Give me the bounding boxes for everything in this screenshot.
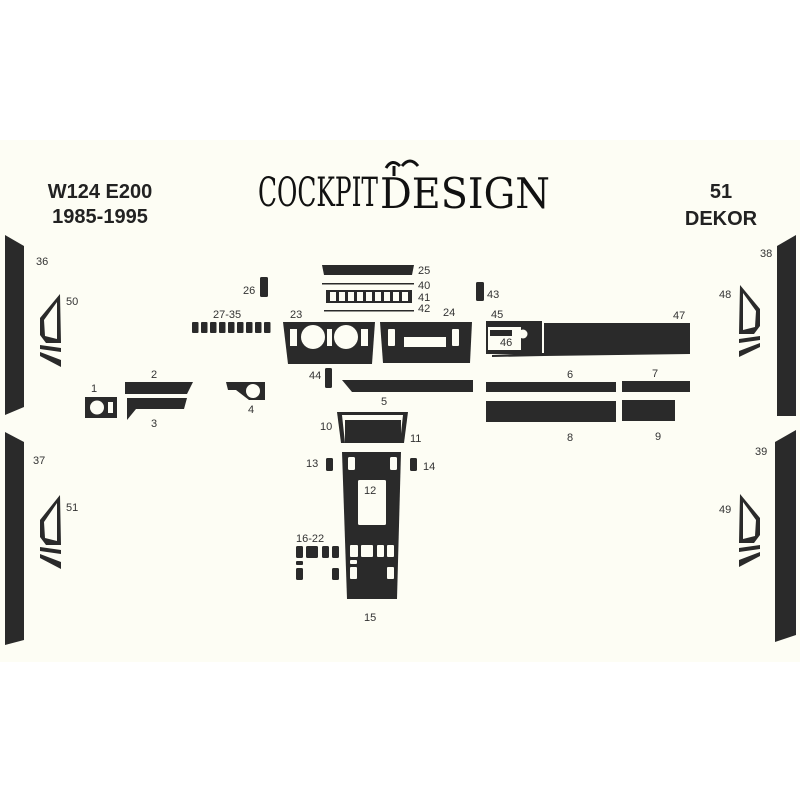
label-10: 10 bbox=[320, 421, 332, 433]
label-11: 11 bbox=[410, 433, 421, 445]
label-45: 45 bbox=[491, 309, 503, 321]
part-45 bbox=[486, 321, 542, 354]
logo-text-right: DESIGN bbox=[380, 169, 550, 218]
label-51: 51 bbox=[66, 502, 78, 514]
part-24 bbox=[380, 322, 472, 363]
label-27-35: 27-35 bbox=[213, 309, 241, 321]
part-41 bbox=[326, 290, 412, 303]
part-26 bbox=[260, 277, 268, 297]
label-14: 14 bbox=[423, 461, 435, 473]
part-39 bbox=[775, 430, 796, 642]
label-37: 37 bbox=[33, 455, 45, 467]
label-7: 7 bbox=[652, 368, 658, 380]
label-25: 25 bbox=[418, 265, 430, 277]
cockpitdesign-logo: COCKPIT DESIGN bbox=[258, 159, 550, 218]
label-3: 3 bbox=[151, 418, 157, 430]
label-38: 38 bbox=[760, 248, 772, 260]
label-4: 4 bbox=[248, 404, 254, 416]
decor-label: DEKOR bbox=[685, 208, 758, 230]
label-12: 12 bbox=[364, 485, 376, 497]
part-42 bbox=[324, 310, 414, 312]
part-27-35 bbox=[192, 322, 271, 333]
model-title: W124 E200 bbox=[48, 181, 153, 203]
part-48 bbox=[739, 285, 760, 357]
part-25 bbox=[322, 265, 414, 275]
part-9 bbox=[622, 400, 675, 421]
label-40: 40 bbox=[418, 280, 430, 292]
label-43: 43 bbox=[487, 289, 499, 301]
part-44 bbox=[325, 368, 332, 388]
part-16-22 bbox=[296, 546, 339, 580]
label-47: 47 bbox=[673, 310, 685, 322]
label-50: 50 bbox=[66, 296, 78, 308]
part-40 bbox=[322, 283, 414, 285]
part-1 bbox=[85, 397, 117, 418]
label-46: 46 bbox=[500, 337, 512, 349]
label-48: 48 bbox=[719, 289, 731, 301]
part-2 bbox=[125, 382, 193, 394]
label-39: 39 bbox=[755, 446, 767, 458]
label-5: 5 bbox=[381, 396, 387, 408]
part-43 bbox=[476, 282, 484, 301]
label-36: 36 bbox=[36, 256, 48, 268]
logo-text-left: COCKPIT bbox=[258, 170, 378, 216]
label-16-22: 16-22 bbox=[296, 533, 324, 545]
part-47 bbox=[492, 323, 690, 357]
label-49: 49 bbox=[719, 504, 731, 516]
part-46 bbox=[490, 330, 512, 336]
part-49 bbox=[739, 494, 760, 567]
part-8 bbox=[486, 401, 616, 422]
part-6 bbox=[486, 382, 616, 392]
part-50 bbox=[40, 294, 61, 367]
part-5 bbox=[342, 380, 473, 392]
part-36 bbox=[5, 235, 24, 415]
part-12-15 bbox=[342, 452, 401, 599]
part-4 bbox=[226, 382, 265, 400]
label-2: 2 bbox=[151, 369, 157, 381]
label-41: 41 bbox=[418, 292, 430, 304]
part-13 bbox=[326, 458, 333, 471]
part-labels: 36 50 37 51 38 48 39 49 1 2 3 4 26 27-35… bbox=[33, 248, 772, 624]
label-44: 44 bbox=[309, 370, 321, 382]
label-9: 9 bbox=[655, 431, 661, 443]
label-13: 13 bbox=[306, 458, 318, 470]
decor-count: 51 bbox=[710, 181, 732, 203]
part-37 bbox=[5, 432, 24, 645]
label-1: 1 bbox=[91, 383, 97, 395]
model-years: 1985-1995 bbox=[52, 206, 148, 228]
part-3 bbox=[127, 398, 187, 420]
label-8: 8 bbox=[567, 432, 573, 444]
label-24: 24 bbox=[443, 307, 455, 319]
part-38 bbox=[777, 235, 796, 416]
part-10-11 bbox=[337, 412, 408, 443]
label-6: 6 bbox=[567, 369, 573, 381]
logo-emblem-icon bbox=[384, 159, 420, 176]
part-23 bbox=[283, 322, 375, 364]
part-7 bbox=[622, 381, 690, 392]
label-15: 15 bbox=[364, 612, 376, 624]
label-23: 23 bbox=[290, 309, 302, 321]
label-26: 26 bbox=[243, 285, 255, 297]
label-42: 42 bbox=[418, 303, 430, 315]
part-14 bbox=[410, 458, 417, 471]
part-51 bbox=[40, 495, 61, 569]
